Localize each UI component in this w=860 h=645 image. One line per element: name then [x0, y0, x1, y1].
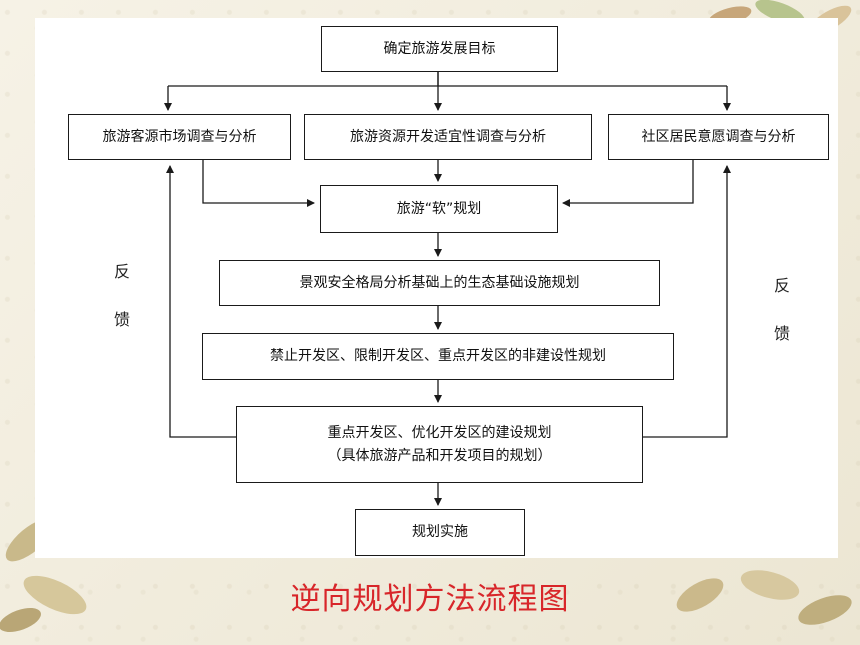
market-analysis-box: 旅游客源市场调查与分析 — [68, 114, 291, 160]
feedback-left-char-2: 馈 — [114, 310, 131, 329]
resource-analysis-label: 旅游资源开发适宜性调查与分析 — [350, 128, 546, 145]
market-analysis-label: 旅游客源市场调查与分析 — [102, 128, 257, 145]
construction-planning-label: 重点开发区、优化开发区的建设规划 — [327, 425, 552, 442]
feedback-right-char-2: 馈 — [774, 324, 791, 343]
eco-infrastructure-label: 景观安全格局分析基础上的生态基础设施规划 — [299, 274, 580, 291]
construction-planning-box: 重点开发区、优化开发区的建设规划 （具体旅游产品和开发项目的规划） — [236, 406, 643, 483]
implementation-box: 规划实施 — [355, 509, 525, 556]
soft-planning-box: 旅游“软”规划 — [320, 185, 558, 233]
community-analysis-box: 社区居民意愿调查与分析 — [608, 114, 829, 160]
construction-planning-note: （具体旅游产品和开发项目的规划） — [327, 447, 552, 464]
diagram-caption: 逆向规划方法流程图 — [290, 582, 570, 617]
soft-planning-label: 旅游“软”规划 — [396, 200, 482, 217]
feedback-left-char-1: 反 — [114, 262, 131, 281]
goal-box: 确定旅游发展目标 — [321, 26, 558, 72]
non-construction-planning-box: 禁止开发区、限制开发区、重点开发区的非建设性规划 — [202, 333, 674, 380]
goal-label: 确定旅游发展目标 — [383, 40, 496, 57]
community-analysis-label: 社区居民意愿调查与分析 — [641, 128, 796, 145]
feedback-right-char-1: 反 — [774, 276, 791, 295]
resource-analysis-box: 旅游资源开发适宜性调查与分析 — [304, 114, 592, 160]
non-construction-planning-label: 禁止开发区、限制开发区、重点开发区的非建设性规划 — [270, 348, 606, 365]
butterfly-decoration-bottom-right — [676, 570, 852, 625]
eco-infrastructure-box: 景观安全格局分析基础上的生态基础设施规划 — [219, 260, 660, 306]
implementation-label: 规划实施 — [412, 524, 468, 541]
